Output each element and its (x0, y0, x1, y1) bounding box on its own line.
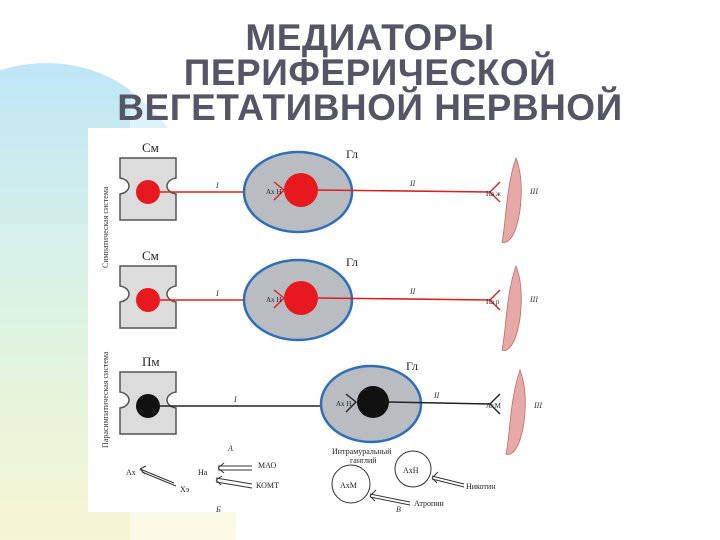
organ-label-3: III (533, 401, 542, 410)
neuron-nucleus-1 (136, 180, 160, 204)
row-3-parasympathetic: Пм I Гл Ах Н II АхМ III Интрамуральный г… (119, 354, 542, 465)
spinal-segment-2 (119, 265, 177, 329)
center-label-1: См (142, 140, 159, 155)
axm-circle (331, 464, 371, 504)
legend-ax: Ах (126, 468, 136, 477)
diagram-panel: Симпатическая система Парасимпатическая … (88, 128, 565, 514)
legend-mao: МАО (258, 461, 276, 470)
side-label-parasympathetic: Парасимпатическая система (101, 351, 110, 448)
postganglionic-fiber-2 (317, 297, 491, 301)
spinal-segment-3 (119, 371, 177, 435)
legend-na: На (198, 468, 208, 477)
intramural-label-2: ганглий (350, 456, 377, 465)
postganglionic-fiber-1 (317, 189, 491, 193)
title-line-1: МЕДИАТОРЫ (245, 17, 495, 58)
synapse-1-label-2: Ах Н (266, 296, 281, 304)
ganglion-1 (242, 150, 354, 234)
synapse-1-label: Ах Н (266, 188, 281, 196)
legend-axm: АхМ (340, 481, 357, 490)
synapse-2-label-2: На р (486, 298, 500, 306)
synapse-2-label-3: АхМ (486, 402, 502, 410)
title-line-3: ВЕГЕТАТИВНОЙ НЕРВНОЙ (117, 87, 623, 128)
fiber-2-label: II (409, 179, 416, 188)
fiber-2-label-3: II (433, 391, 440, 400)
fiber-1-label-3: I (233, 395, 237, 404)
ganglion-3 (319, 364, 423, 444)
mediator-diagram: Симпатическая система Парасимпатическая … (101, 140, 542, 514)
fiber-1-label: I (215, 181, 219, 190)
neuron-nucleus-3 (136, 394, 160, 418)
legend-b: Б (215, 505, 221, 512)
organ-1 (501, 156, 522, 243)
row-1-sympathetic: См I Гл Ах Н II На ж III (119, 140, 538, 243)
legend-komt: КОМТ (256, 481, 279, 490)
title-line-2: ПЕРИФЕРИЧЕСКОЙ (183, 52, 557, 93)
intramural-label-1: Интрамуральный (332, 447, 392, 456)
ganglion-label-3: Гл (406, 359, 418, 373)
legend-axn: АхН (403, 466, 419, 475)
postganglionic-fiber-3 (388, 401, 491, 405)
spinal-segment-1 (119, 157, 177, 221)
center-label-2: См (142, 248, 159, 263)
organ-label-2: III (529, 295, 538, 304)
ganglion-2 (242, 258, 354, 342)
legend-a: А (227, 444, 233, 453)
legend-v: В (396, 505, 401, 512)
organ-3 (505, 368, 526, 455)
side-label-sympathetic: Симпатическая система (101, 186, 110, 268)
synapse-1-label-3: Ах Н (336, 400, 351, 408)
metabolism-schema: А Ах Хэ На МАО КОМТ Б АхМ АхН Никотин Ат… (126, 444, 496, 514)
legend-atropine: Атропин (414, 499, 445, 508)
center-label-3: Пм (142, 354, 160, 369)
ganglion-label-2: Гл (346, 255, 358, 269)
axn-circle (394, 450, 432, 488)
organ-2 (501, 264, 522, 351)
legend-nicotine: Никотин (466, 482, 496, 491)
ganglion-label-1: Гл (346, 147, 358, 161)
row-2-sympathetic: См I Гл Ах Н II На р III (119, 248, 538, 351)
fiber-2-label-2: II (409, 287, 416, 296)
synapse-2-label: На ж (486, 190, 501, 198)
fiber-1-label-2: I (215, 289, 219, 298)
legend-xe: Хэ (180, 485, 190, 494)
neuron-nucleus-2 (136, 288, 160, 312)
organ-label-1: III (529, 187, 538, 196)
